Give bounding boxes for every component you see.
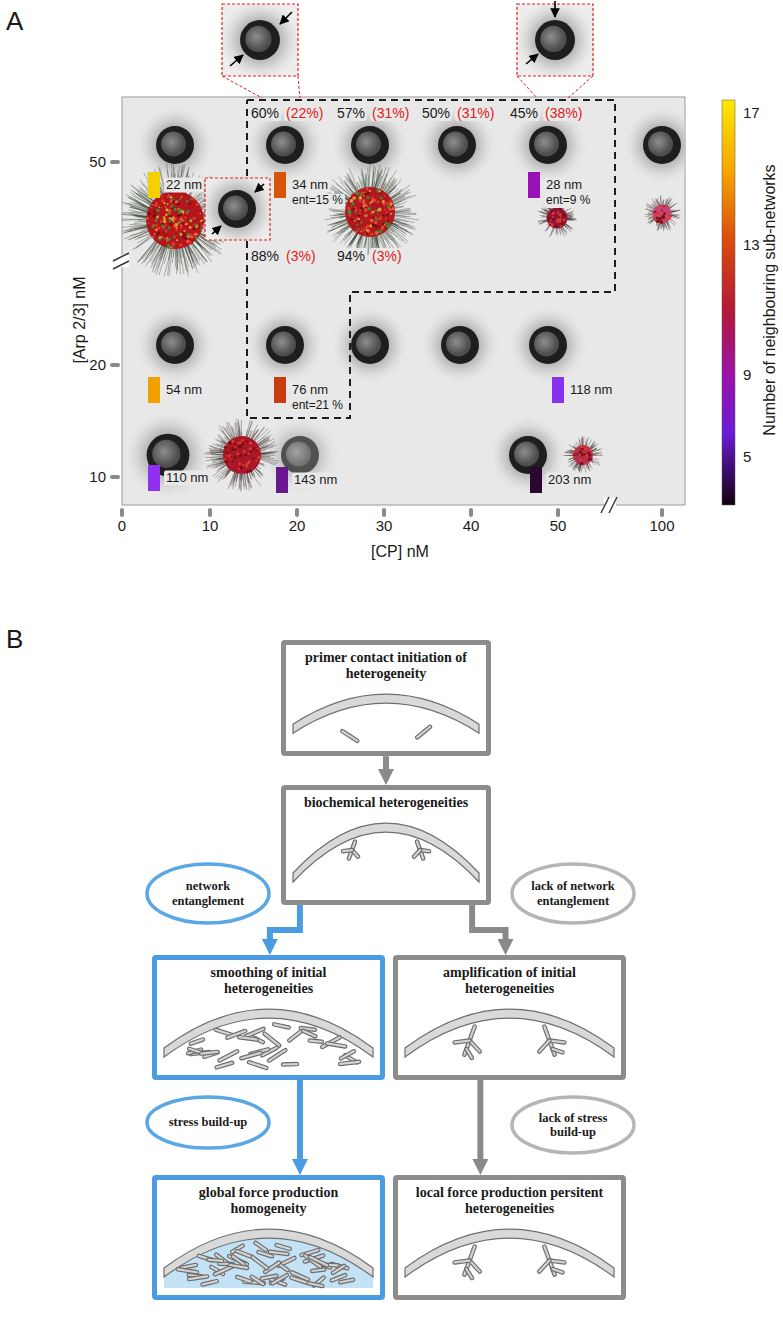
axis-ticks [110, 160, 664, 517]
axis-tick: 50 [87, 153, 108, 170]
node-text: stress build-up [169, 1115, 248, 1129]
percentage: (22%) [284, 105, 325, 121]
entanglement-value: ent=15 % [290, 194, 345, 208]
percentage: 94% [335, 248, 367, 264]
colorbar [722, 100, 735, 505]
cell-sketches [164, 694, 614, 1288]
node-text: network entanglement [159, 879, 257, 908]
panel-letter: A [4, 7, 25, 37]
axis-tick: 100 [647, 517, 676, 534]
cell-sketch [293, 823, 479, 882]
flow-arrow [472, 905, 505, 945]
flow-arrow [270, 905, 300, 945]
size-value: 143 nm [292, 473, 339, 488]
entanglement-value: ent=9 % [544, 194, 592, 208]
bead-grid [122, 105, 685, 500]
network-renders [122, 162, 680, 491]
axis-tick: 20 [87, 356, 108, 373]
membrane [293, 694, 479, 733]
node-text: primer contact initiation of heterogenei… [294, 650, 478, 682]
axis-tick: 40 [461, 517, 482, 534]
network-render [645, 195, 681, 231]
percentage: 88% [249, 248, 281, 264]
flow-arrow [477, 1080, 483, 1165]
size-value: 22 nm [164, 178, 204, 193]
size-value: 54 nm [164, 383, 204, 398]
plot-area [122, 97, 685, 505]
process-box: smoothing of initial heterogeneities [152, 955, 385, 1080]
network-render [323, 163, 419, 260]
network-render [204, 419, 279, 492]
percentage: 60% [249, 105, 281, 121]
size-value: 28 nm [544, 178, 584, 193]
percentage: (3%) [284, 248, 318, 264]
process-box: local force production persitent heterog… [393, 1175, 626, 1300]
axis-tick: 10 [87, 468, 108, 485]
flow-arrow [297, 1080, 303, 1165]
axis-tick: 10 [200, 517, 221, 534]
node-text: lack of network entanglement [524, 879, 622, 908]
cell-sketch [405, 1229, 614, 1278]
size-value: 203 nm [546, 473, 593, 488]
percentage: 45% [508, 105, 540, 121]
dashed-region [247, 100, 615, 418]
cell-sketch [405, 1009, 614, 1058]
colorbar-tick: 9 [741, 366, 753, 383]
axis-title: [CP] nM [369, 543, 431, 561]
axis-title: [Arp 2/3] nM [71, 274, 89, 365]
node-text: global force production homogeneity [165, 1185, 372, 1217]
node-text: smoothing of initial heterogeneities [165, 965, 372, 997]
size-value: 118 nm [568, 383, 614, 398]
colorbar-title: Number of neighbouring sub-networks [761, 162, 779, 437]
cell-sketch [164, 1229, 373, 1288]
condition-oval: lack of stress build-up [510, 1095, 636, 1155]
size-value: 34 nm [290, 178, 330, 193]
membrane [164, 1229, 373, 1277]
cell-sketch [164, 1009, 373, 1068]
entanglement-value: ent=21 % [290, 399, 345, 413]
axis-break [113, 253, 617, 513]
percentage: (31%) [455, 105, 496, 121]
process-box: amplification of initial heterogeneities [393, 955, 626, 1080]
cell-sketch [293, 694, 479, 741]
colorbar-tick: 5 [741, 448, 753, 465]
membrane [164, 1009, 373, 1057]
axis-tick: 20 [287, 517, 308, 534]
axis-tick: 0 [116, 517, 128, 534]
process-box: primer contact initiation of heterogenei… [281, 640, 491, 756]
size-value: 110 nm [164, 471, 210, 486]
membrane [405, 1009, 614, 1057]
percentage: (3%) [370, 248, 404, 264]
node-text: biochemical heterogeneities [294, 795, 478, 811]
condition-oval: network entanglement [145, 862, 271, 925]
colorbar-tick: 17 [741, 104, 762, 121]
axis-tick: 30 [374, 517, 395, 534]
condition-oval: lack of network entanglement [510, 862, 636, 925]
network-render [563, 436, 603, 474]
condition-oval: stress build-up [145, 1095, 271, 1150]
colorbar-tick: 13 [741, 236, 762, 253]
panel-letter: B [4, 625, 25, 655]
percentage: (38%) [543, 105, 584, 121]
percentage: 57% [335, 105, 367, 121]
flow-arrow [383, 756, 389, 775]
node-text: local force production persitent heterog… [406, 1185, 613, 1217]
membrane [405, 1229, 614, 1277]
percentage: 50% [420, 105, 452, 121]
process-box: biochemical heterogeneities [281, 785, 491, 905]
node-text: lack of stress build-up [524, 1111, 622, 1140]
node-text: amplification of initial heterogeneities [406, 965, 613, 997]
inset-zooms [197, 0, 597, 249]
size-value: 76 nm [290, 383, 330, 398]
axis-tick: 50 [548, 517, 569, 534]
process-box: global force production homogeneity [152, 1175, 385, 1300]
percentage: (31%) [370, 105, 411, 121]
membrane [293, 823, 479, 882]
